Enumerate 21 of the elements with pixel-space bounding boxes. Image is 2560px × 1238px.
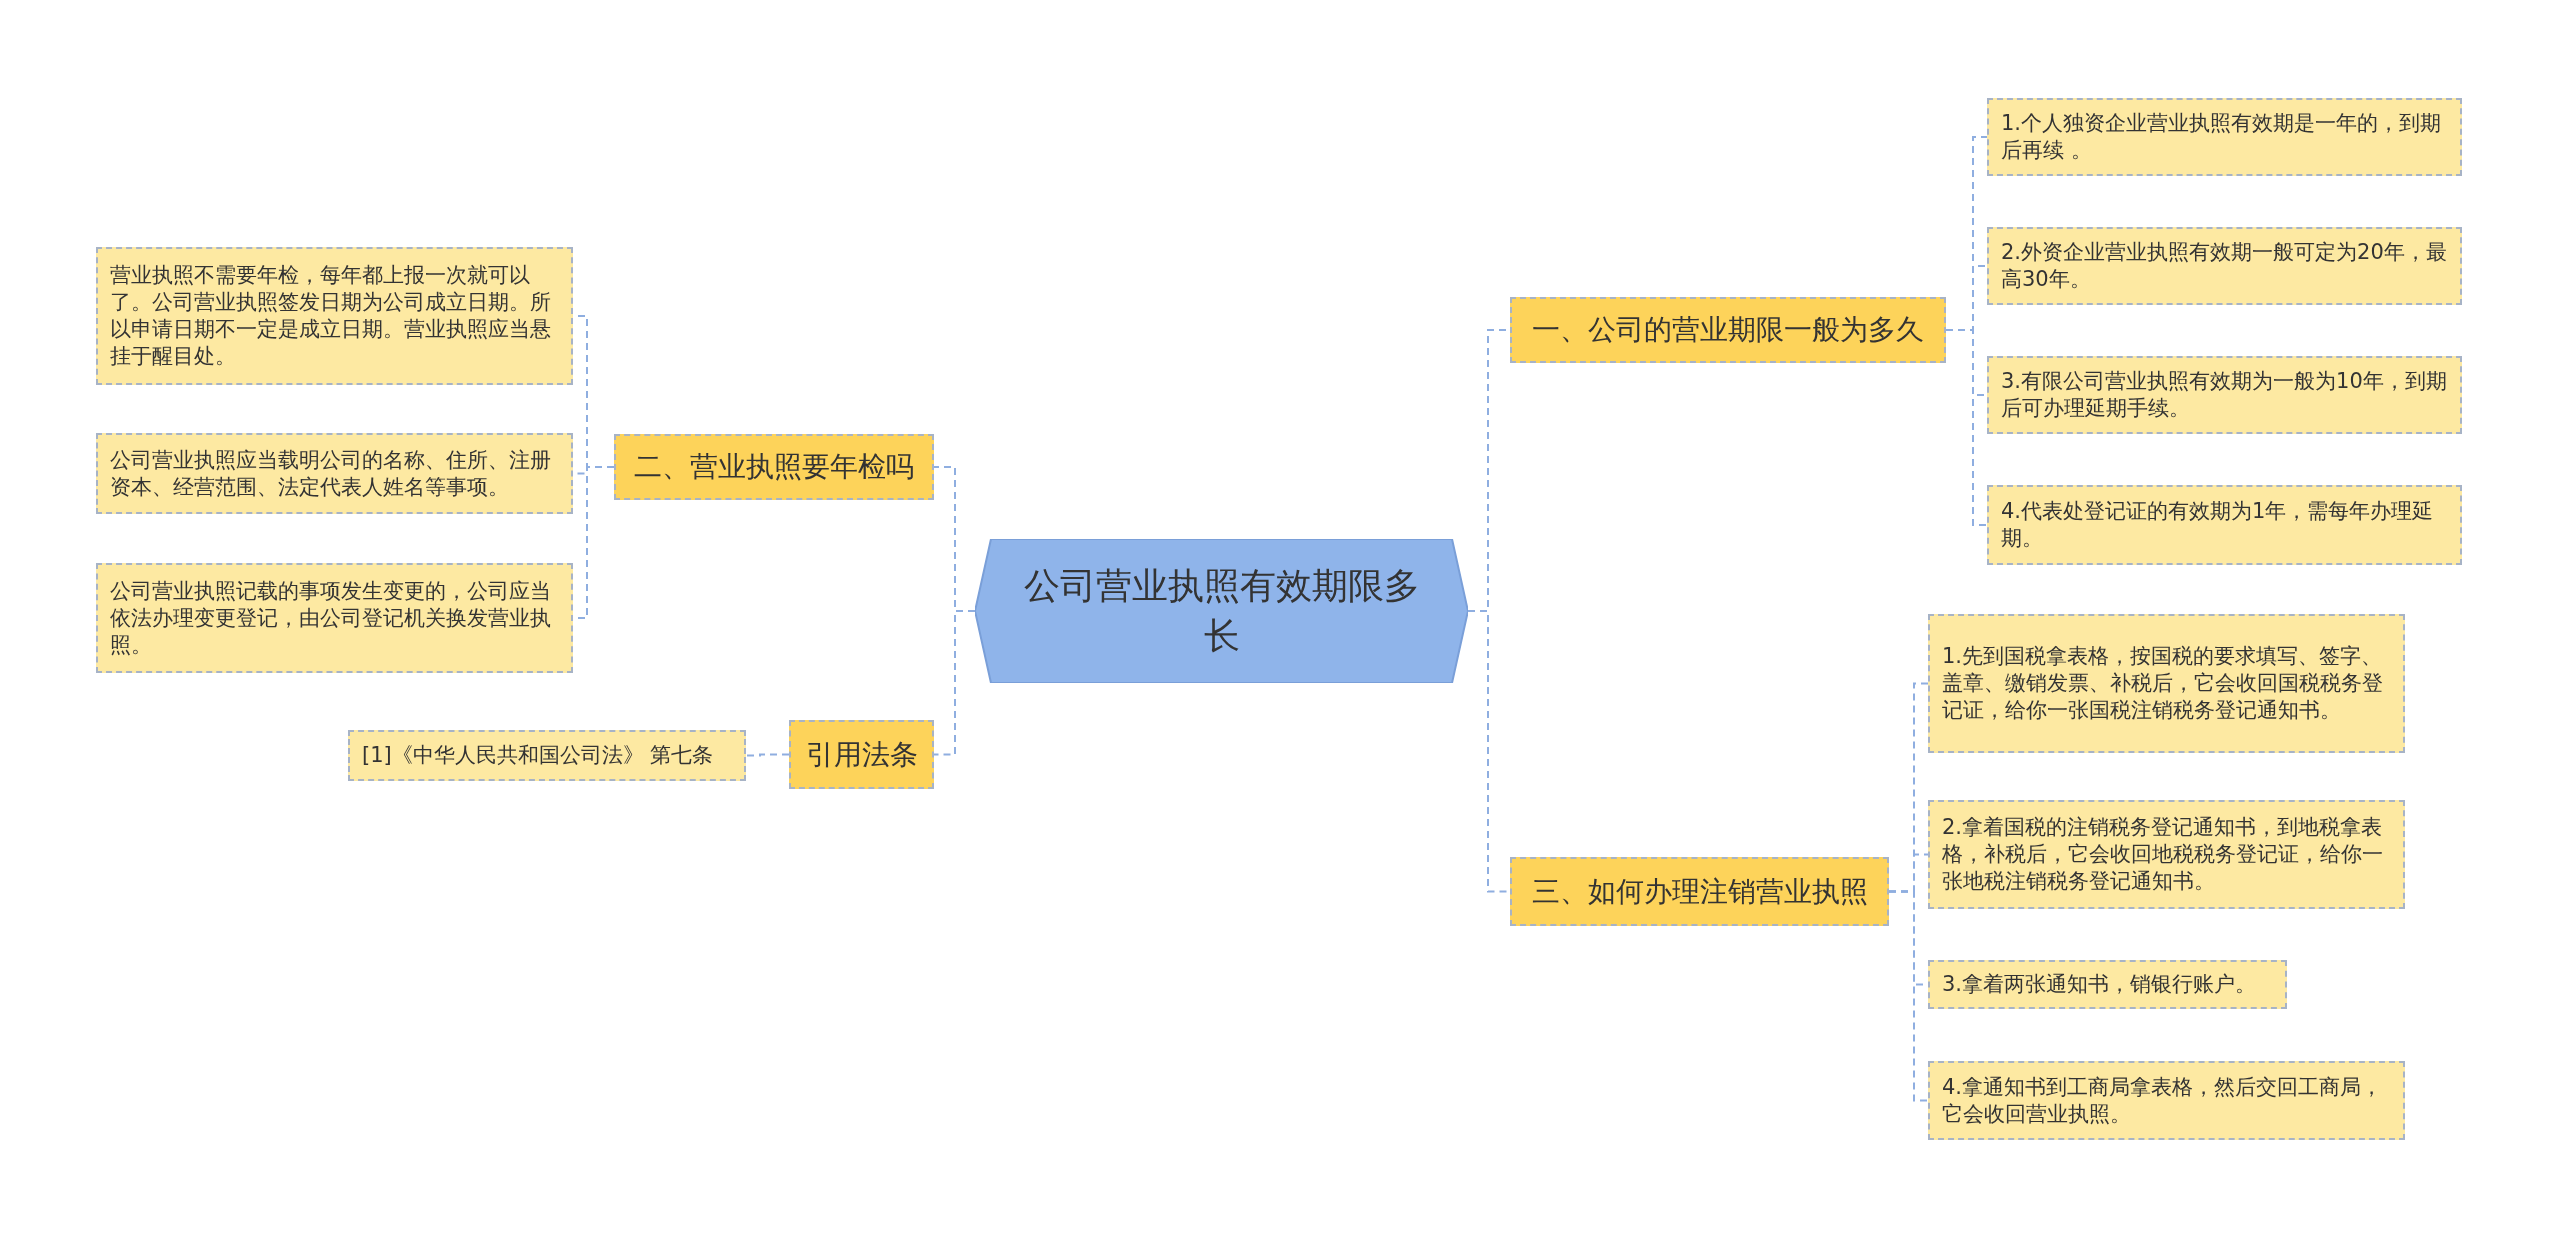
- note-box: 公司营业执照记载的事项发生变更的，公司应当依法办理变更登记，由公司登记机关换发营业执照。: [96, 563, 573, 673]
- root-hexagon: 公司营业执照有效期限多长: [975, 539, 1468, 683]
- note-box: 2.外资企业营业执照有效期一般可定为20年，最高30年。: [1987, 227, 2462, 305]
- note-box: 1.个人独资企业营业执照有效期是一年的，到期后再续 。: [1987, 98, 2462, 176]
- note-box: 4.代表处登记证的有效期为1年，需每年办理延期。: [1987, 485, 2462, 565]
- note-box: 3.拿着两张通知书，销银行账户。: [1928, 960, 2287, 1009]
- topic-box: 二、营业执照要年检吗: [614, 434, 934, 500]
- topic-box: 三、如何办理注销营业执照: [1510, 857, 1889, 926]
- note-box: 4.拿通知书到工商局拿表格，然后交回工商局，它会收回营业执照。: [1928, 1061, 2405, 1140]
- note-box: 3.有限公司营业执照有效期为一般为10年，到期后可办理延期手续。: [1987, 356, 2462, 434]
- connector-line: [1888, 890, 1929, 1102]
- connector-line: [1945, 329, 1988, 526]
- topic-box: 一、公司的营业期限一般为多久: [1510, 297, 1946, 363]
- connector-line: [745, 753, 790, 757]
- note-box: 1.先到国税拿表格，按国税的要求填写、签字、盖章、缴销发票、补税后，它会收回国税税务登记证，给你一张国税注销税务登记通知书。: [1928, 614, 2405, 753]
- note-box: 营业执照不需要年检，每年都上报一次就可以了。公司营业执照签发日期为公司成立日期。所以申请日期不一定是成立日期。营业执照应当悬挂于醒目处。: [96, 247, 573, 385]
- note-box: [1]《中华人民共和国公司法》 第七条: [348, 730, 746, 781]
- topic-box: 引用法条: [789, 720, 934, 789]
- note-box: 2.拿着国税的注销税务登记通知书，到地税拿表格，补税后，它会收回地税税务登记证，给你一张地税注销税务登记通知书。: [1928, 800, 2405, 909]
- connector-line: [933, 610, 976, 756]
- note-box: 公司营业执照应当载明公司的名称、住所、注册资本、经营范围、法定代表人姓名等事项。: [96, 433, 573, 514]
